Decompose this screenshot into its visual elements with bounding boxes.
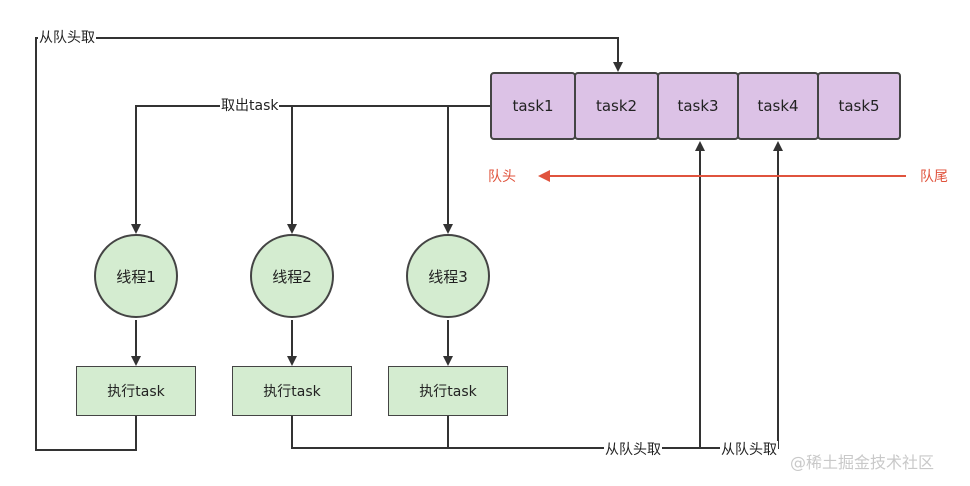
- thread-2: 线程2: [250, 234, 334, 318]
- exec-task-box-3: 执行task: [388, 366, 508, 416]
- queue-task-4: task4: [737, 72, 819, 140]
- exec-task-box-1: 执行task: [76, 366, 196, 416]
- take-from-head-bottom-left-label: 从队头取: [604, 441, 662, 459]
- thread-3: 线程3: [406, 234, 490, 318]
- take-from-head-bottom-right-label: 从队头取: [720, 441, 778, 459]
- queue-tail-label: 队尾: [920, 169, 948, 185]
- queue-task-1: task1: [490, 72, 576, 140]
- queue-task-3: task3: [657, 72, 739, 140]
- watermark: @稀土掘金技术社区: [790, 453, 935, 472]
- queue-task-5: task5: [817, 72, 901, 140]
- queue-task-2: task2: [574, 72, 659, 140]
- queue-head-label: 队头: [488, 169, 516, 185]
- take-from-head-top-label: 从队头取: [38, 29, 96, 47]
- take-task-bus-line: [131, 105, 492, 234]
- thread-1: 线程1: [94, 234, 178, 318]
- exec1-loop-back-line: [35, 37, 623, 451]
- exec-task-box-2: 执行task: [232, 366, 352, 416]
- take-task-label: 取出task: [220, 97, 280, 115]
